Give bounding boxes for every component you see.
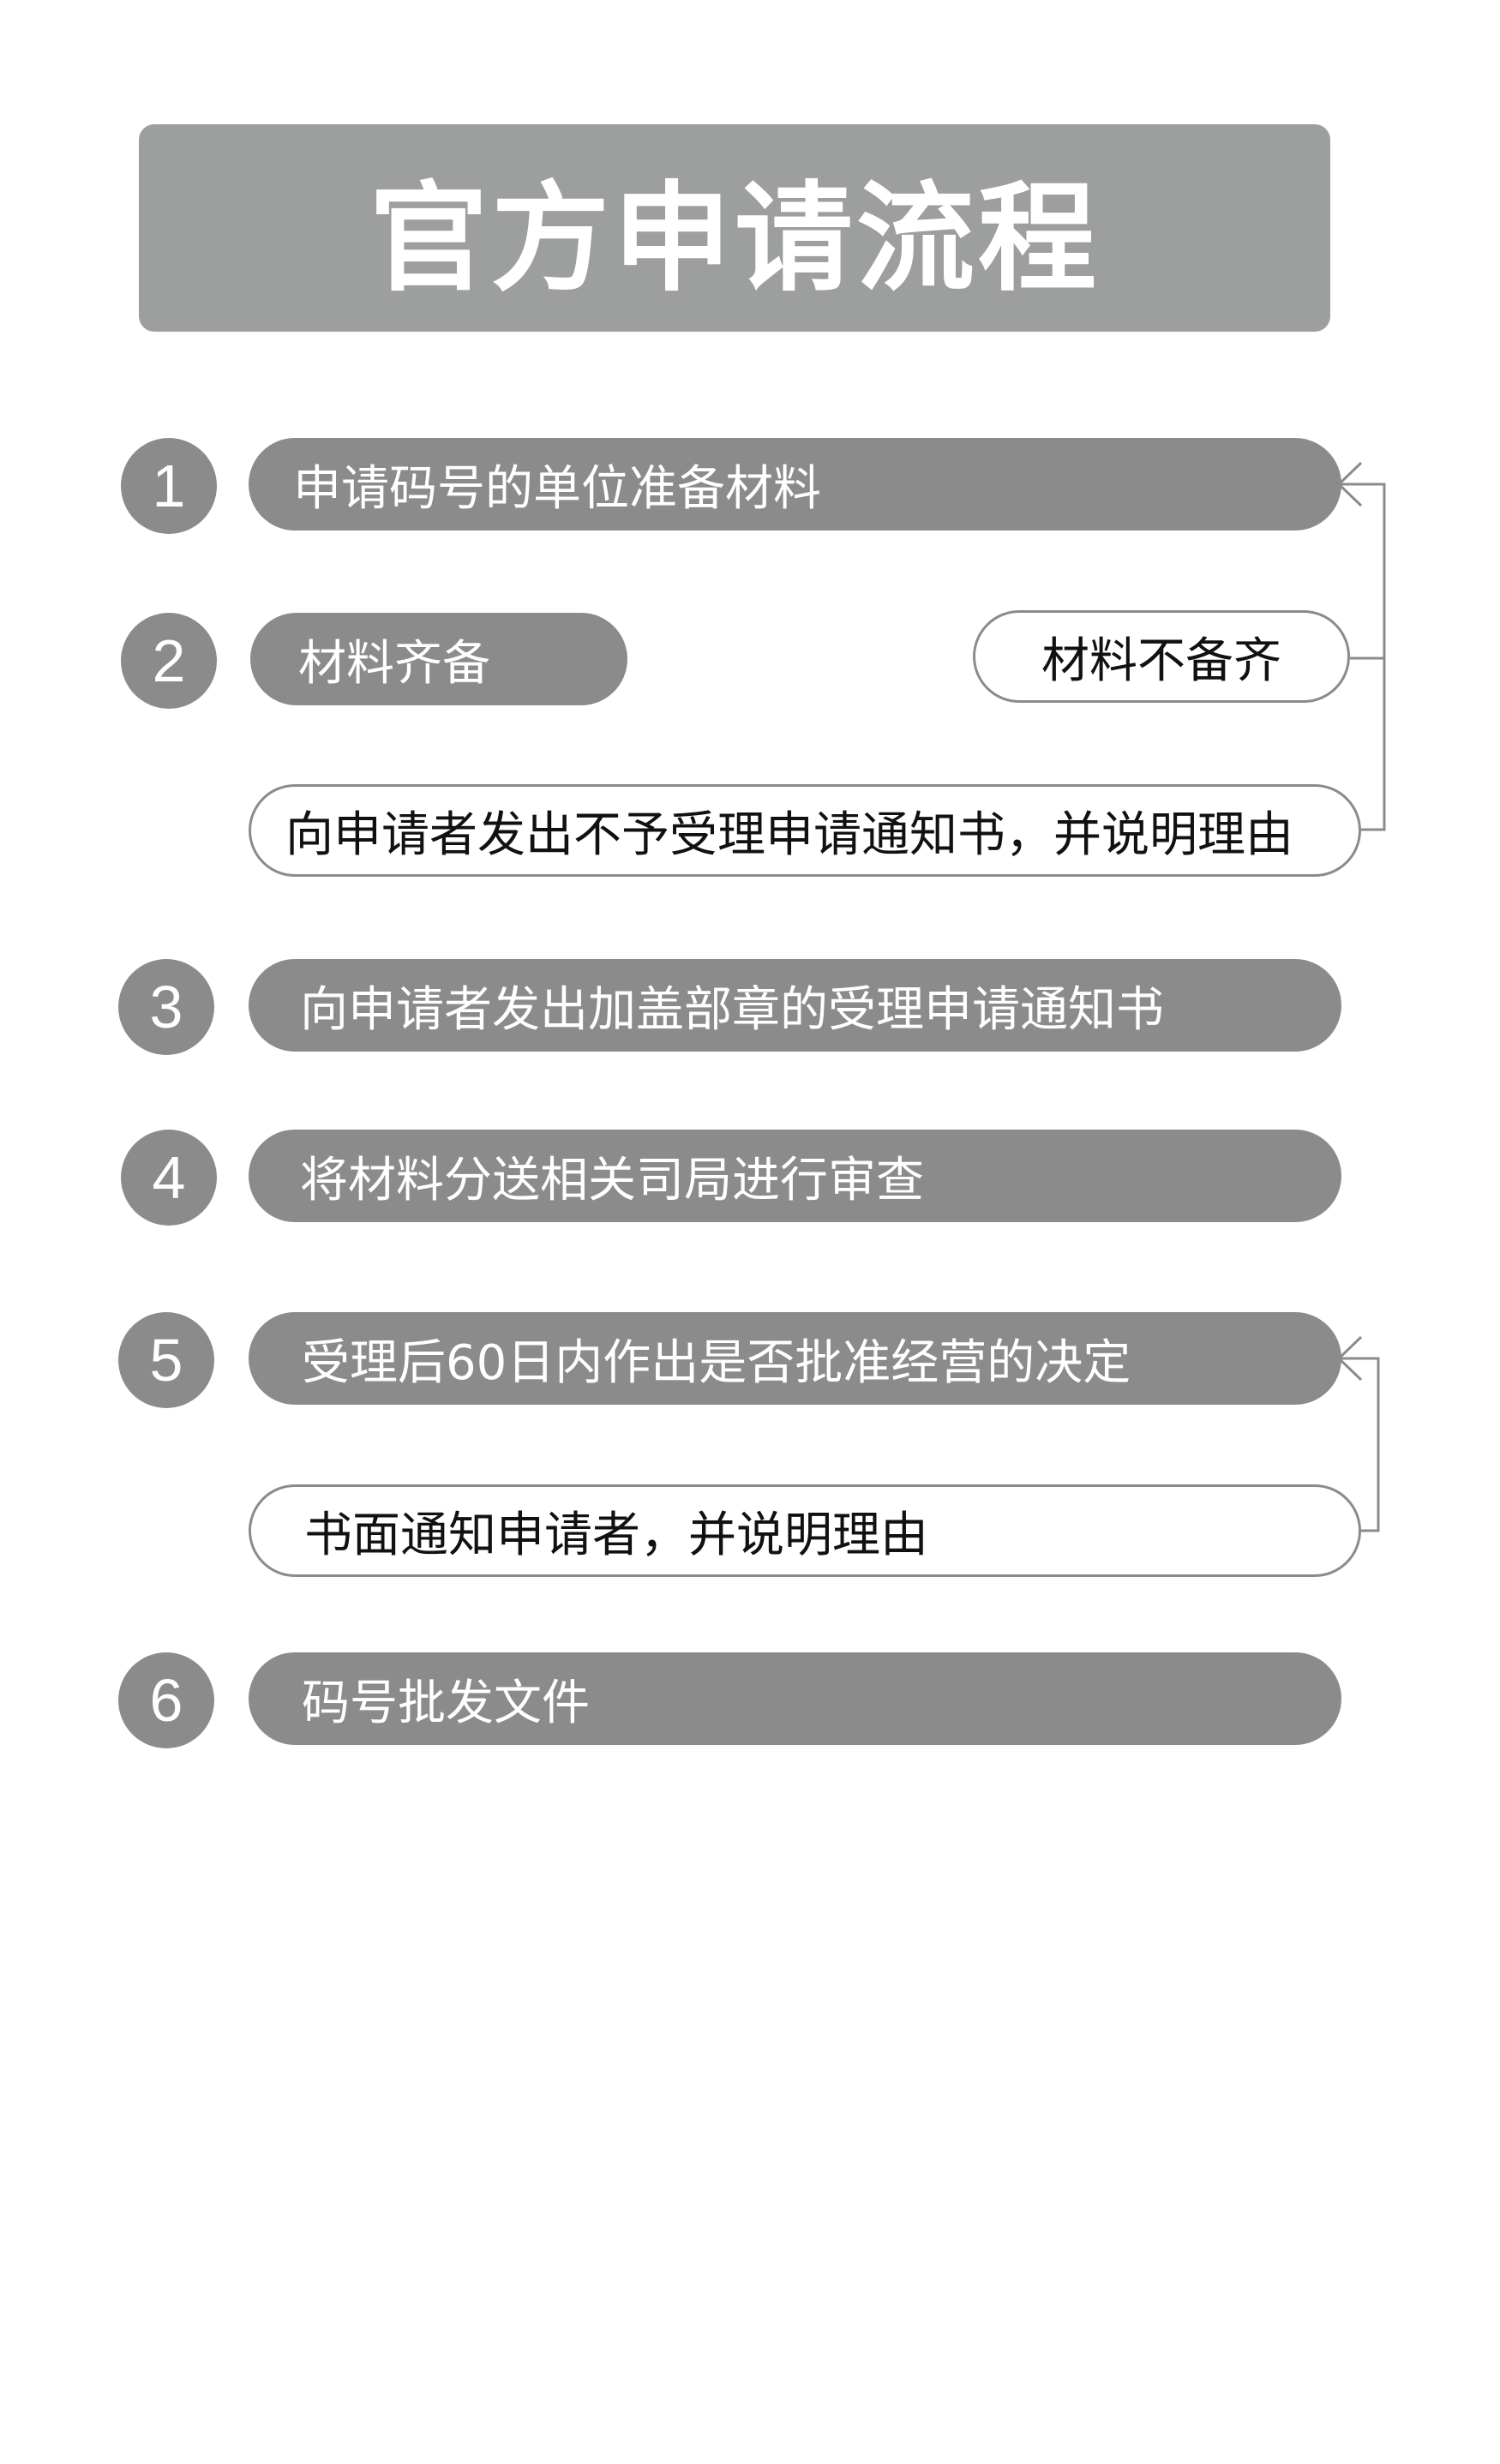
- reject-notice-box: 向申请者发出不予受理申请通知书，并说明理由: [249, 784, 1361, 877]
- page-title: 官方申请流程: [369, 170, 1100, 308]
- step-3-box: 向申请者发出加盖部章的受理申请通知书: [249, 959, 1341, 1052]
- step-2-label: 材料齐备: [298, 635, 490, 692]
- step-5-box: 受理后60日内作出是否批准经营的决定: [249, 1312, 1341, 1405]
- step-number-4: 4: [121, 1130, 217, 1226]
- step-number-1: 1: [121, 438, 217, 534]
- step-5-label: 受理后60日内作出是否批准经营的决定: [302, 1334, 1131, 1391]
- branch-incomplete-label: 材料不备齐: [1041, 632, 1281, 689]
- step-6-label: 码号批发文件: [302, 1675, 590, 1731]
- step-2-box: 材料齐备: [250, 613, 627, 705]
- step-number-5: 5: [118, 1312, 214, 1408]
- branch-incomplete-box: 材料不备齐: [973, 610, 1350, 703]
- step-1-box: 申请码号的单位准备材料: [249, 438, 1341, 531]
- step-number-6: 6: [118, 1652, 214, 1748]
- written-notice-box: 书面通知申请者，并说明理由: [249, 1484, 1361, 1577]
- title-banner: 官方申请流程: [139, 124, 1330, 332]
- step-number-3: 3: [118, 959, 214, 1055]
- step-6-box: 码号批发文件: [249, 1652, 1341, 1745]
- step-3-label: 向申请者发出加盖部章的受理申请通知书: [300, 981, 1164, 1038]
- step-1-label: 申请码号的单位准备材料: [293, 460, 821, 517]
- step-4-label: 将材料分送相关司局进行审查: [300, 1152, 924, 1208]
- loop-line-to-step5: [1341, 1357, 1380, 1532]
- step-4-box: 将材料分送相关司局进行审查: [249, 1130, 1341, 1222]
- written-notice-label: 书面通知申请者，并说明理由: [304, 1507, 928, 1563]
- step-number-2: 2: [121, 613, 217, 709]
- reject-notice-label: 向申请者发出不予受理申请通知书，并说明理由: [285, 806, 1293, 863]
